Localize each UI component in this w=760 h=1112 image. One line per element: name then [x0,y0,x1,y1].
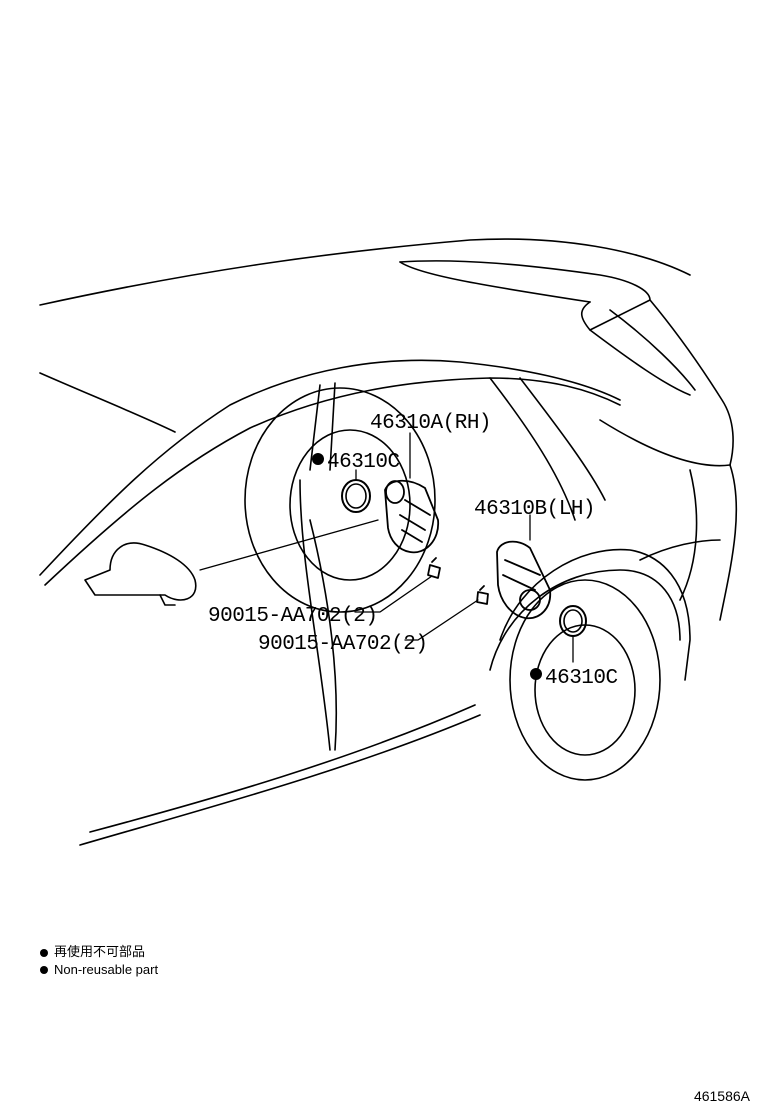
rear-spoiler [399,260,651,331]
callout-46310c-lower: 46310C [545,667,618,690]
bolt-upper [427,557,441,579]
side-mirror [84,542,197,601]
rear-wheel-arch [499,548,691,681]
rear-tire [509,579,661,781]
c-pillar [489,377,576,521]
drawing-number: 461586A [693,1088,750,1104]
non-reusable-marker-lower [530,668,542,680]
b-pillar [309,382,336,471]
roof-line [39,238,691,306]
callout-46310b-lh: 46310B(LH) [474,498,595,521]
rocker-panel [79,714,481,846]
front-disc-outline [244,387,436,613]
window-line [39,372,176,433]
filled-circle-icon [40,966,48,974]
callout-bolt-lower: 90015-AA702(2) [258,633,427,656]
legend-english: Non-reusable part [40,962,158,978]
filled-circle-icon [40,949,48,957]
non-reusable-marker-upper [312,453,324,465]
legend-japanese-label: 再使用不可部品 [54,945,146,960]
callout-46310a-rh: 46310A(RH) [370,412,491,435]
actuator-rh [384,479,439,554]
callout-bolt-upper: 90015-AA702(2) [208,605,377,628]
leader-mirror [199,519,379,571]
callout-46310c-upper: 46310C [327,451,400,474]
legend-english-label: Non-reusable part [54,962,159,977]
legend-japanese: 再使用不可部品 [40,945,145,961]
rear-quarter [599,419,731,467]
seal-ring-lower [559,605,587,637]
bolt-lower [476,585,489,605]
leader-bolt-upper [354,575,433,613]
actuator-lh [496,540,552,620]
leader-bolt-lower [404,599,479,641]
